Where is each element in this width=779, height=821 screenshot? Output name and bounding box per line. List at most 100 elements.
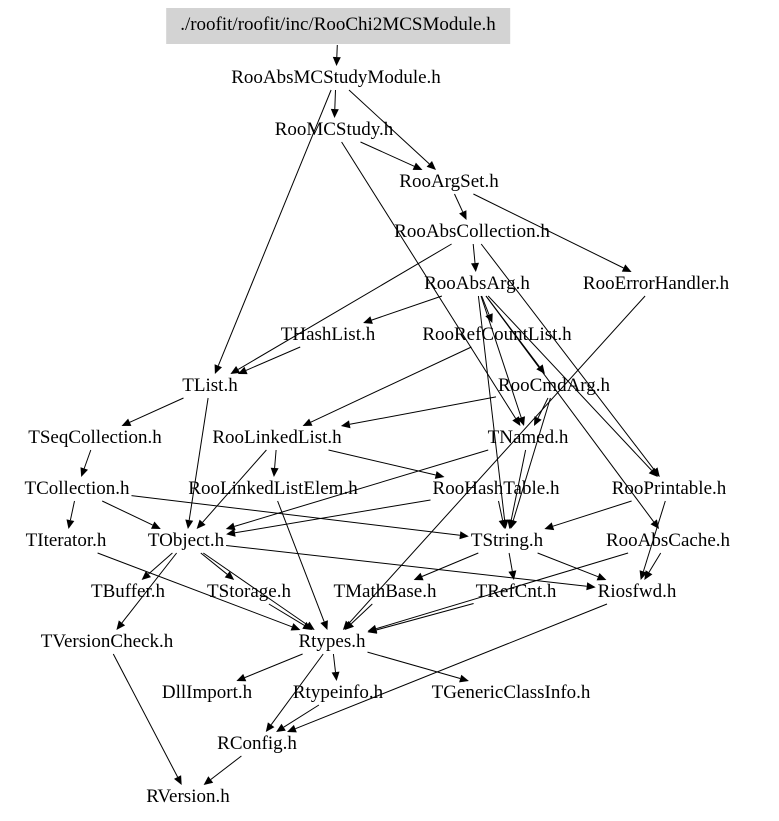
arrowhead-icon xyxy=(517,416,525,426)
arrowhead-icon xyxy=(302,418,313,426)
edge-root-to-RooAbsMCStudyModule xyxy=(336,44,338,58)
node-DllImport[interactable]: DllImport.h xyxy=(161,682,253,703)
edge-RooAbsCollection-to-RooAbsArg xyxy=(472,243,476,264)
node-Rtypeinfo[interactable]: Rtypeinfo.h xyxy=(292,682,384,703)
edge-Rtypes-to-TGenericClassInfo xyxy=(367,651,461,679)
node-TList[interactable]: TList.h xyxy=(182,375,238,396)
node-RooErrorHandler[interactable]: RooErrorHandler.h xyxy=(582,273,730,294)
arrowhead-icon xyxy=(270,467,279,477)
edge-TNamed-to-TString xyxy=(510,449,527,521)
edge-TStorage-to-Rtypes xyxy=(268,603,305,626)
edge-RooAbsCache-to-Riosfwd xyxy=(648,552,662,573)
node-RooRefCountList[interactable]: RooRefCountList.h xyxy=(422,324,572,345)
node-TCollection[interactable]: TCollection.h xyxy=(24,478,130,499)
arrowhead-icon xyxy=(363,316,373,324)
edge-RooMCStudy-to-TNamed xyxy=(341,141,517,419)
node-TVersionCheck[interactable]: TVersionCheck.h xyxy=(40,631,174,652)
arrowhead-icon xyxy=(330,108,339,118)
node-RooLinkedList[interactable]: RooLinkedList.h xyxy=(212,427,342,448)
arrowhead-icon xyxy=(498,519,507,529)
edge-RooArgSet-to-RooAbsCollection xyxy=(454,193,464,213)
edge-RooHashTable-to-TString xyxy=(498,500,504,521)
arrowhead-icon xyxy=(290,623,301,631)
node-RooAbsArg[interactable]: RooAbsArg.h xyxy=(424,273,530,294)
edge-Rtypes-to-RConfig xyxy=(270,653,324,725)
node-RooPrintable[interactable]: RooPrintable.h xyxy=(611,478,727,499)
node-Riosfwd[interactable]: Riosfwd.h xyxy=(597,581,677,602)
edge-TList-to-TSeqCollection xyxy=(129,397,184,423)
node-TObject[interactable]: TObject.h xyxy=(147,530,225,551)
node-RooAbsMCStudyModule[interactable]: RooAbsMCStudyModule.h xyxy=(231,67,441,88)
edge-TString-to-TMathBase xyxy=(421,552,479,577)
edge-RooAbsArg-to-TNamed xyxy=(480,295,522,418)
edge-RooAbsArg-to-RooPrintable xyxy=(487,295,652,471)
node-RVersion[interactable]: RVersion.h xyxy=(146,786,230,807)
edge-RooAbsArg-to-TString xyxy=(477,295,506,521)
node-RooCmdArg[interactable]: RooCmdArg.h xyxy=(497,375,611,396)
arrowhead-icon xyxy=(367,626,378,634)
arrowhead-icon xyxy=(471,262,479,272)
arrowhead-icon xyxy=(302,621,313,630)
arrowhead-icon xyxy=(121,418,132,426)
arrowhead-icon xyxy=(287,724,297,733)
edge-RooAbsMCStudyModule-to-TList xyxy=(217,89,332,366)
edge-RooPrintable-to-Riosfwd xyxy=(642,500,666,572)
node-TSeqCollection[interactable]: TSeqCollection.h xyxy=(28,427,162,448)
arrowhead-icon xyxy=(320,620,328,630)
edge-RooPrintable-to-TString xyxy=(552,500,632,527)
node-RooMCStudy[interactable]: RooMCStudy.h xyxy=(274,119,394,140)
node-TNamed[interactable]: TNamed.h xyxy=(487,427,569,448)
edge-RooRefCountList-to-RooLinkedList xyxy=(310,346,472,423)
edge-RooCmdArg-to-TNamed xyxy=(537,397,549,419)
node-RooLinkedListElem[interactable]: RooLinkedListElem.h xyxy=(188,478,358,499)
edge-TObject-to-TVersionCheck xyxy=(121,552,177,624)
arrowhead-icon xyxy=(331,671,340,681)
arrowhead-icon xyxy=(512,416,521,426)
arrowhead-icon xyxy=(230,366,241,374)
edge-TCollection-to-TString xyxy=(131,495,460,536)
node-RooHashTable[interactable]: RooHashTable.h xyxy=(432,478,560,499)
node-RooAbsCache[interactable]: RooAbsCache.h xyxy=(605,530,731,551)
edge-Riosfwd-to-RConfig xyxy=(295,603,608,730)
node-TGenericClassInfo[interactable]: TGenericClassInfo.h xyxy=(431,682,591,703)
arrowhead-icon xyxy=(621,264,632,272)
edge-TString-to-TRefCnt xyxy=(508,552,513,572)
arrowhead-icon xyxy=(237,366,248,375)
arrowhead-icon xyxy=(224,571,235,580)
node-TMathBase[interactable]: TMathBase.h xyxy=(333,581,437,602)
arrowhead-icon xyxy=(459,210,467,220)
node-RooChi2MCSModule[interactable]: ./roofit/roofit/inc/RooChi2MCSModule.h xyxy=(166,8,510,44)
node-TStorage[interactable]: TStorage.h xyxy=(207,581,291,602)
edge-TRefCnt-to-Rtypes xyxy=(376,603,474,631)
edge-TMathBase-to-Rtypes xyxy=(350,603,373,625)
arrowhead-icon xyxy=(66,519,75,529)
node-RooArgSet[interactable]: RooArgSet.h xyxy=(399,171,499,192)
node-TBuffer[interactable]: TBuffer.h xyxy=(90,581,166,602)
node-TIterator[interactable]: TIterator.h xyxy=(25,530,107,551)
edge-RooAbsArg-to-RooAbsCache xyxy=(485,295,655,523)
edge-TObject-to-Riosfwd xyxy=(226,545,587,587)
edge-RooLinkedListElem-to-Rtypes xyxy=(277,500,325,622)
node-TString[interactable]: TString.h xyxy=(470,530,544,551)
edge-TSeqCollection-to-TCollection xyxy=(83,449,92,469)
arrowhead-icon xyxy=(459,674,469,683)
arrowhead-icon xyxy=(508,570,517,580)
edge-RooLinkedList-to-TObject xyxy=(202,449,267,523)
edge-TCollection-to-TObject xyxy=(101,500,153,526)
arrowhead-icon xyxy=(507,519,516,529)
node-RConfig[interactable]: RConfig.h xyxy=(217,733,297,754)
edge-RooLinkedList-to-RooLinkedListElem xyxy=(274,449,277,469)
edge-RooMCStudy-to-RooArgSet xyxy=(360,141,415,167)
edge-RooAbsMCStudyModule-to-RooArgSet xyxy=(348,89,430,165)
edge-RooAbsArg-to-RooRefCountList xyxy=(481,295,490,315)
node-THashList[interactable]: THashList.h xyxy=(280,324,376,345)
edge-RooCmdArg-to-RooLinkedList xyxy=(349,396,497,425)
edge-RooAbsMCStudyModule-to-RooMCStudy xyxy=(334,89,336,110)
arrowhead-icon xyxy=(434,471,445,479)
node-TRefCnt[interactable]: TRefCnt.h xyxy=(475,581,557,602)
edge-TList-to-TObject xyxy=(188,397,209,521)
node-RooAbsCollection[interactable]: RooAbsCollection.h xyxy=(394,221,550,242)
node-Rtypes[interactable]: Rtypes.h xyxy=(298,631,366,652)
arrowhead-icon xyxy=(344,620,354,630)
